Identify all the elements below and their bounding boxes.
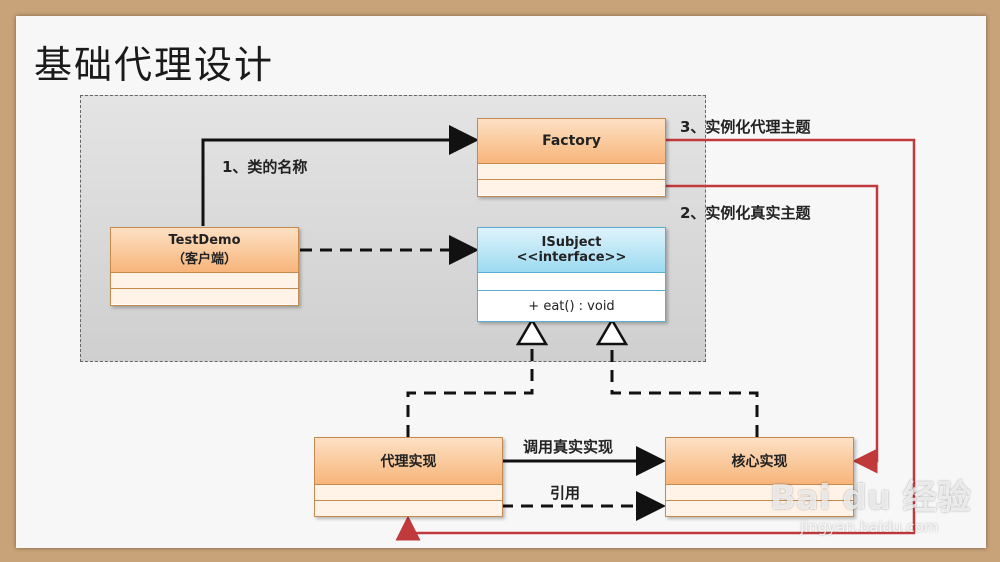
- proxy-realizes-isubject: [406, 344, 534, 437]
- instantiate-real-label: 2、实例化真实主题: [680, 204, 811, 222]
- factory-methods: [478, 180, 665, 195]
- isubject-stereotype: <<interface>>: [516, 250, 627, 265]
- core-methods: [666, 501, 853, 516]
- isubject-attributes: [478, 273, 665, 291]
- instantiate-proxy-line: [395, 138, 916, 541]
- baidu-watermark-logo: Bai du 经验: [770, 478, 971, 518]
- proxy-realization-triangle: [515, 317, 549, 346]
- testdemo-class: TestDemo （客户端）: [110, 227, 299, 306]
- factory-class-name: Factory: [542, 133, 601, 149]
- isubject-name: ISubject: [541, 235, 602, 250]
- class-name-label: 1、类的名称: [222, 158, 308, 176]
- isubject-interface: ISubject <<interface>> + eat() : void: [477, 227, 666, 322]
- testdemo-methods: [111, 289, 298, 304]
- factory-class: Factory: [477, 118, 666, 197]
- proxy-class: 代理实现: [314, 437, 503, 517]
- call-real-label: 调用真实实现: [523, 438, 614, 456]
- proxy-methods: [315, 501, 502, 516]
- proxy-class-name: 代理实现: [380, 454, 437, 470]
- testdemo-class-name: TestDemo: [168, 233, 241, 248]
- factory-attributes: [478, 164, 665, 180]
- core-realization-triangle: [595, 317, 629, 346]
- core-realizes-isubject: [610, 344, 759, 437]
- core-class: 核心实现: [665, 437, 854, 517]
- reference-label: 引用: [550, 484, 581, 502]
- core-class-name: 核心实现: [731, 454, 788, 470]
- proxy-attributes: [315, 485, 502, 501]
- testdemo-attributes: [111, 273, 298, 289]
- baidu-watermark-url: jingyan.baidu.com: [800, 518, 939, 536]
- class-name-arrow: [201, 125, 479, 226]
- core-attributes: [666, 485, 853, 501]
- isubject-method: + eat() : void: [478, 291, 665, 321]
- instantiate-proxy-label: 3、实例化代理主题: [680, 118, 811, 136]
- testdemo-subtitle: （客户端）: [171, 252, 237, 267]
- page-title: 基础代理设计: [34, 43, 275, 87]
- instantiate-real-line: [665, 184, 879, 474]
